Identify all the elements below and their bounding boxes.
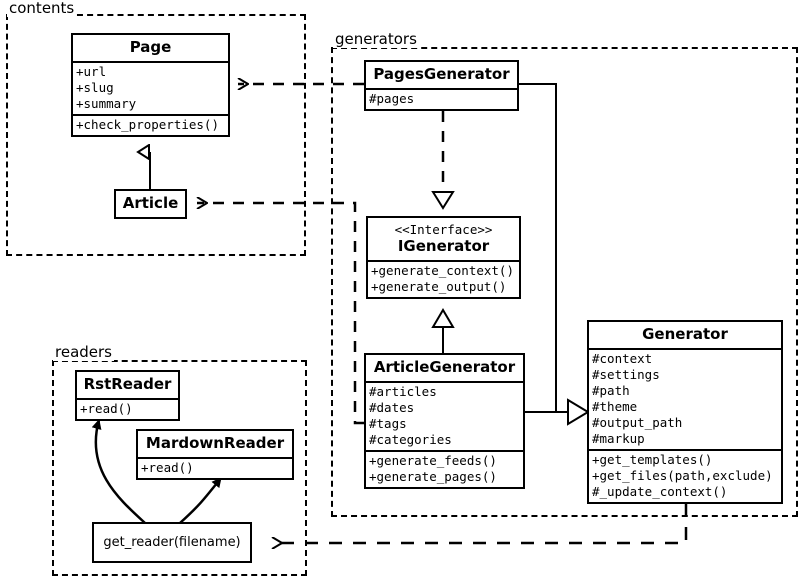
class-mardownreader-operations: +read() <box>138 457 292 478</box>
class-mardownreader[interactable]: MardownReader +read() <box>136 429 294 480</box>
class-articlegenerator-operations: +generate_feeds() +generate_pages() <box>366 450 523 487</box>
attribute-row: #categories <box>369 432 452 447</box>
class-articlegenerator-attributes: #articles #dates #tags #categories <box>366 381 523 450</box>
package-label-readers: readers <box>53 343 114 361</box>
class-rstreader-operations: +read() <box>77 398 178 419</box>
class-generator-operations: +get_templates() +get_files(path,exclude… <box>589 449 781 502</box>
attribute-row: #markup <box>592 431 645 446</box>
attribute-row: #settings <box>592 367 660 382</box>
class-generator-name: Generator <box>642 325 728 343</box>
operation-row: +read() <box>80 401 133 416</box>
attribute-row: #context <box>592 351 653 366</box>
class-igenerator[interactable]: <<Interface>> IGenerator +generate_conte… <box>366 216 521 299</box>
attribute-row: +url <box>76 64 107 79</box>
class-page-operations: +check_properties() <box>73 114 228 135</box>
operation-row: #_update_context() <box>592 484 728 499</box>
attribute-row: #path <box>592 383 630 398</box>
class-igenerator-operations: +generate_context() +generate_output() <box>368 260 519 297</box>
class-mardownreader-name: MardownReader <box>145 434 285 452</box>
operation-row: +generate_feeds() <box>369 453 497 468</box>
class-pagesgenerator-name: PagesGenerator <box>373 65 510 83</box>
class-article[interactable]: Article <box>114 189 187 219</box>
attribute-row: +summary <box>76 96 137 111</box>
operation-row: +generate_pages() <box>369 469 497 484</box>
attribute-row: #pages <box>369 91 415 106</box>
class-igenerator-stereotype: <<Interface>> <box>394 222 493 237</box>
class-page[interactable]: Page +url +slug +summary +check_properti… <box>71 33 230 137</box>
operation-row: +get_files(path,exclude) <box>592 468 773 483</box>
attribute-row: #articles <box>369 384 437 399</box>
attribute-row: +slug <box>76 80 114 95</box>
class-igenerator-name: IGenerator <box>397 237 490 255</box>
class-rstreader[interactable]: RstReader +read() <box>75 370 180 421</box>
attribute-row: #output_path <box>592 415 683 430</box>
operation-row: +generate_output() <box>371 279 507 294</box>
attribute-row: #tags <box>369 416 407 431</box>
class-generator[interactable]: Generator #context #settings #path #them… <box>587 320 783 504</box>
package-label-generators: generators <box>333 30 419 48</box>
operation-row: +generate_context() <box>371 263 514 278</box>
package-readers <box>52 360 307 576</box>
class-article-name: Article <box>122 194 179 212</box>
operation-row: +read() <box>141 460 194 475</box>
class-articlegenerator[interactable]: ArticleGenerator #articles #dates #tags … <box>364 353 525 489</box>
operation-row: +get_templates() <box>592 452 713 467</box>
class-articlegenerator-name: ArticleGenerator <box>373 358 516 376</box>
class-pagesgenerator[interactable]: PagesGenerator #pages <box>364 60 519 111</box>
class-generator-attributes: #context #settings #path #theme #output_… <box>589 348 781 449</box>
class-pagesgenerator-attributes: #pages <box>366 88 517 109</box>
attribute-row: #theme <box>592 399 638 414</box>
function-get-reader-label: get_reader(filename) <box>103 535 241 550</box>
operation-row: +check_properties() <box>76 117 219 132</box>
class-page-attributes: +url +slug +summary <box>73 61 228 114</box>
package-label-contents: contents <box>7 0 77 17</box>
class-page-name: Page <box>129 38 172 56</box>
function-get-reader[interactable]: get_reader(filename) <box>92 522 252 563</box>
attribute-row: #dates <box>369 400 415 415</box>
package-contents <box>6 14 306 256</box>
class-rstreader-name: RstReader <box>83 375 172 393</box>
